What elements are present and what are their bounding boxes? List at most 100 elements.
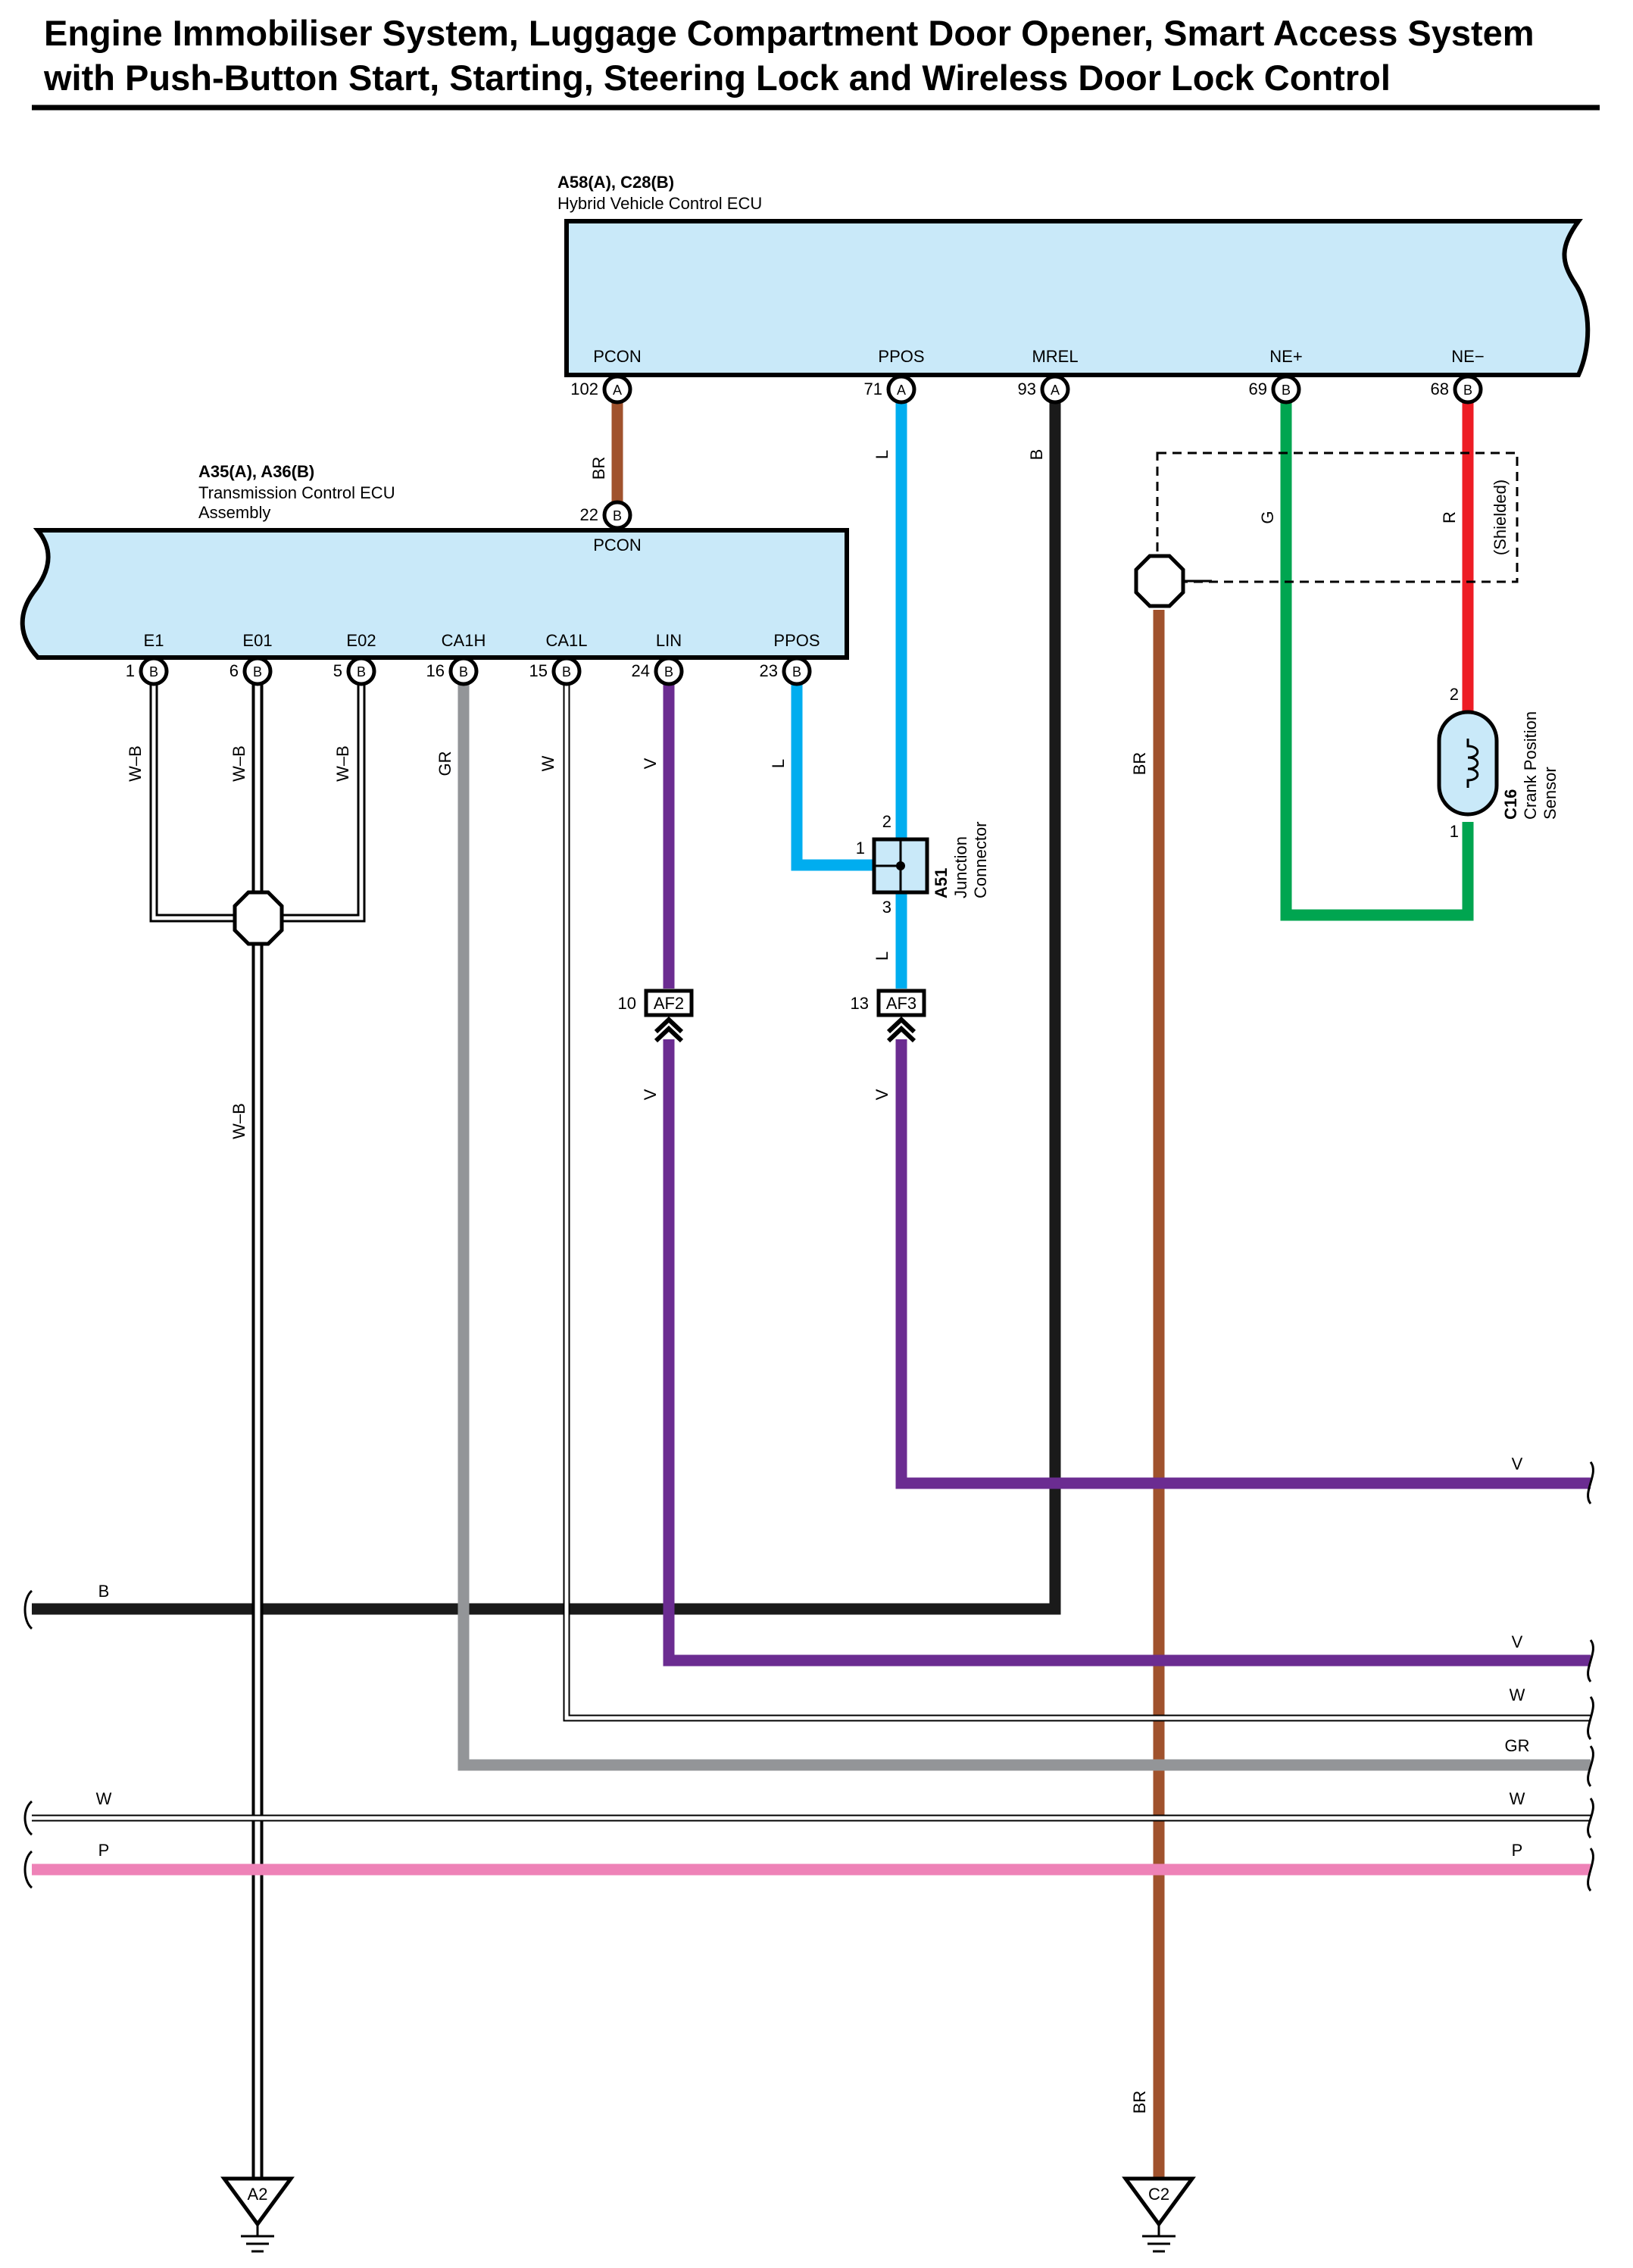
tcu-pin-num-e1: 1	[126, 661, 135, 680]
tcu-pin-conn-ca1h: B	[459, 664, 468, 679]
tcu-body	[20, 528, 849, 660]
af2-pin: 10	[618, 994, 636, 1013]
c16-pin-1: 1	[1450, 822, 1459, 841]
tcu-pin-label-e1: E1	[144, 631, 164, 650]
wire-ca1l-outline	[563, 680, 1591, 1722]
tcu-name-line1: Transmission Control ECU	[198, 483, 395, 502]
label-wire-ppos-hv: L	[873, 450, 891, 459]
label-wire-ne-minus: R	[1440, 511, 1459, 523]
a51-name-line2: Connector	[971, 821, 990, 898]
hv-pin-label-pcon: PCON	[593, 347, 642, 366]
tcu-name-line2: Assembly	[198, 503, 270, 522]
hv-pin-conn-mrel: A	[1051, 383, 1060, 398]
wire-ne-plus	[1280, 400, 1474, 921]
a51-pin-3: 3	[882, 898, 891, 917]
a51-junction-connector: 2 1 3 A51 Junction Connector	[856, 812, 990, 917]
label-wire-lin: V	[641, 758, 660, 769]
c16-pin-2: 2	[1450, 685, 1459, 704]
af2-chevron-icon	[654, 1016, 684, 1043]
tcu-pin-label-ca1l: CA1L	[545, 631, 587, 650]
tcu-pin-label-lin: LIN	[656, 631, 682, 650]
label-wire-e02: W–B	[333, 745, 352, 782]
hv-pin-num-ne-plus: 69	[1249, 380, 1267, 398]
label-wire-af2-below: V	[641, 1089, 660, 1100]
page-title: Engine Immobiliser System, Luggage Compa…	[44, 11, 1604, 100]
c16-name-line2: Sensor	[1541, 767, 1560, 820]
label-shielded: (Shielded)	[1491, 480, 1510, 555]
tcu-top-pin-conn: B	[613, 508, 622, 523]
label-wire-ground-a2: W–B	[229, 1103, 248, 1139]
c16-name-line1: Crank Position	[1521, 711, 1540, 820]
tcu-pin-label-e02: E02	[346, 631, 376, 650]
ground-c2: C2	[1122, 2176, 1196, 2253]
af3-pin: 13	[851, 994, 869, 1013]
af3-label: AF3	[886, 994, 916, 1013]
hv-pin-num-ppos: 71	[864, 380, 882, 398]
bus-label-gr: GR	[1505, 1736, 1530, 1755]
wire-v-af2	[663, 1039, 1591, 1667]
hv-pin-conn-ne-plus: B	[1282, 383, 1291, 398]
label-wire-ca1l: W	[539, 755, 557, 771]
bus-label-v-top: V	[1512, 1454, 1523, 1473]
a51-name-line1: Junction	[951, 836, 970, 898]
a51-pin-1: 1	[856, 839, 865, 858]
wire-break-marks-left	[23, 1589, 33, 1889]
connector-af2: AF2 10	[618, 989, 694, 1043]
hv-pin-conn-ppos: A	[897, 383, 906, 398]
bus-label-w-left: W	[96, 1789, 112, 1808]
a51-pin-2: 2	[882, 812, 891, 831]
tcu-pin-num-e01: 6	[229, 661, 239, 680]
bus-label-p-left: P	[98, 1841, 110, 1860]
tcu-pin-conn-ppos: B	[792, 664, 801, 679]
wire-v-af3	[895, 1039, 1591, 1489]
tcu-pin-label-e01: E01	[242, 631, 272, 650]
label-wire-ppos-tcu: L	[769, 759, 788, 768]
tcu-pin-conn-ca1l: B	[562, 664, 571, 679]
label-wire-af3-below: V	[873, 1089, 891, 1100]
bus-line-labels: V B V W GR W W P P	[96, 1454, 1530, 1860]
tcu-pin-num-ca1l: 15	[529, 661, 548, 680]
label-wire-ca1h: GR	[436, 751, 454, 776]
hv-pin-conn-pcon: A	[613, 383, 622, 398]
tcu-pin-conn-lin: B	[664, 664, 673, 679]
label-wire-ne-plus: G	[1258, 511, 1277, 523]
hv-ecu-code: A58(A), C28(B)	[557, 173, 674, 192]
hv-pin-conn-ne-minus: B	[1463, 383, 1472, 398]
title-line-2: with Push-Button Start, Starting, Steeri…	[44, 58, 1391, 98]
label-wire-brown-bottom: BR	[1130, 2091, 1149, 2114]
splice-w-b	[233, 890, 284, 946]
tcu-code: A35(A), A36(B)	[198, 462, 314, 481]
af2-label: AF2	[654, 994, 684, 1013]
hv-pin-label-ne-minus: NE−	[1451, 347, 1484, 366]
tcu: A35(A), A36(B) Transmission Control ECU …	[20, 462, 849, 660]
label-wire-mrel: B	[1027, 449, 1046, 461]
tcu-pin-num-lin: 24	[632, 661, 650, 680]
bus-label-p-right: P	[1512, 1841, 1523, 1860]
wire-color-labels: BR L B G R (Shielded) W–B W–B W–B GR W V…	[126, 449, 1510, 2114]
wire-ppos-tcu	[791, 680, 879, 871]
bus-label-w-ca1l: W	[1510, 1685, 1525, 1704]
tcu-pin-num-e02: 5	[333, 661, 342, 680]
wire-ca1h	[457, 680, 1591, 1771]
label-wire-a51-lower: L	[873, 951, 891, 961]
hv-pin-num-mrel: 93	[1018, 380, 1036, 398]
a51-code: A51	[932, 868, 951, 898]
hv-ecu-name: Hybrid Vehicle Control ECU	[557, 194, 762, 213]
wire-mrel	[32, 400, 1061, 1615]
shield-box	[1156, 451, 1519, 583]
tcu-pin-label-ppos: PPOS	[773, 631, 820, 650]
ground-c2-label: C2	[1148, 2185, 1169, 2204]
ground-a2-label: A2	[248, 2185, 268, 2204]
label-wire-pcon: BR	[589, 457, 608, 480]
af3-chevron-icon	[886, 1016, 916, 1043]
tcu-pin-num-ppos: 23	[760, 661, 778, 680]
tcu-pins: B 22 PCON E1 E01 E02 CA1H CA1L LIN PPOS …	[126, 500, 820, 686]
c16-body	[1437, 710, 1499, 817]
hv-pin-num-ne-minus: 68	[1431, 380, 1449, 398]
bus-label-b: B	[98, 1582, 110, 1601]
wire-break-marks-right	[1587, 1461, 1594, 1892]
wire-ca1l	[564, 680, 1591, 1720]
title-line-1: Engine Immobiliser System, Luggage Compa…	[44, 13, 1535, 53]
hv-ecu-body	[564, 219, 1591, 377]
